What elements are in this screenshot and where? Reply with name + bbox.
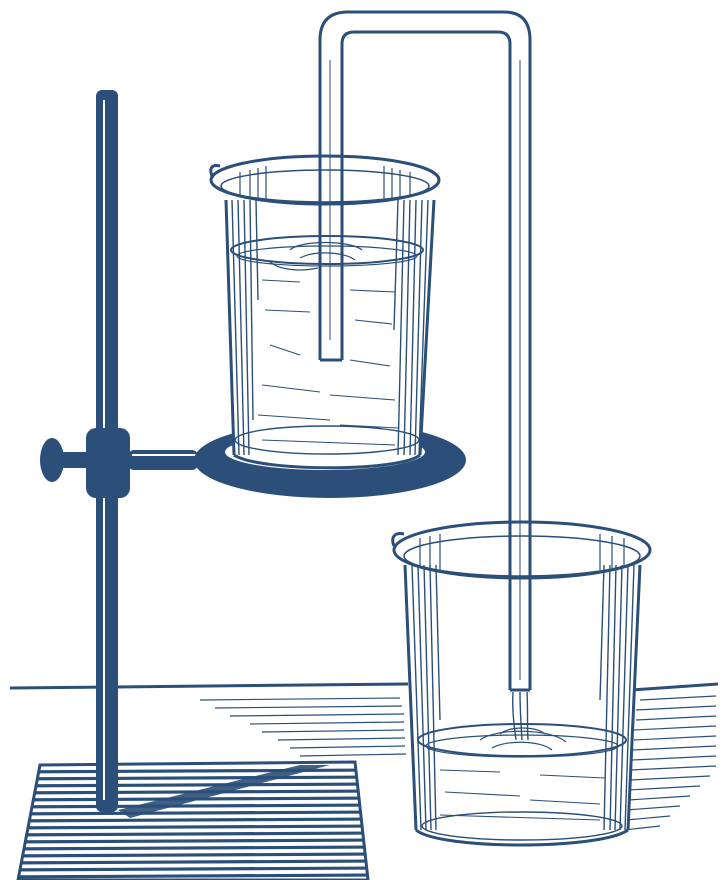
water-stream	[512, 691, 529, 741]
stand-base	[16, 760, 370, 880]
siphon-tube	[318, 10, 532, 692]
table-hatching-left	[199, 697, 407, 757]
table-top	[9, 682, 719, 831]
lower-beaker	[391, 520, 652, 847]
table-hatching-right	[623, 695, 717, 831]
upper-beaker	[209, 154, 441, 470]
clamp	[40, 428, 198, 498]
